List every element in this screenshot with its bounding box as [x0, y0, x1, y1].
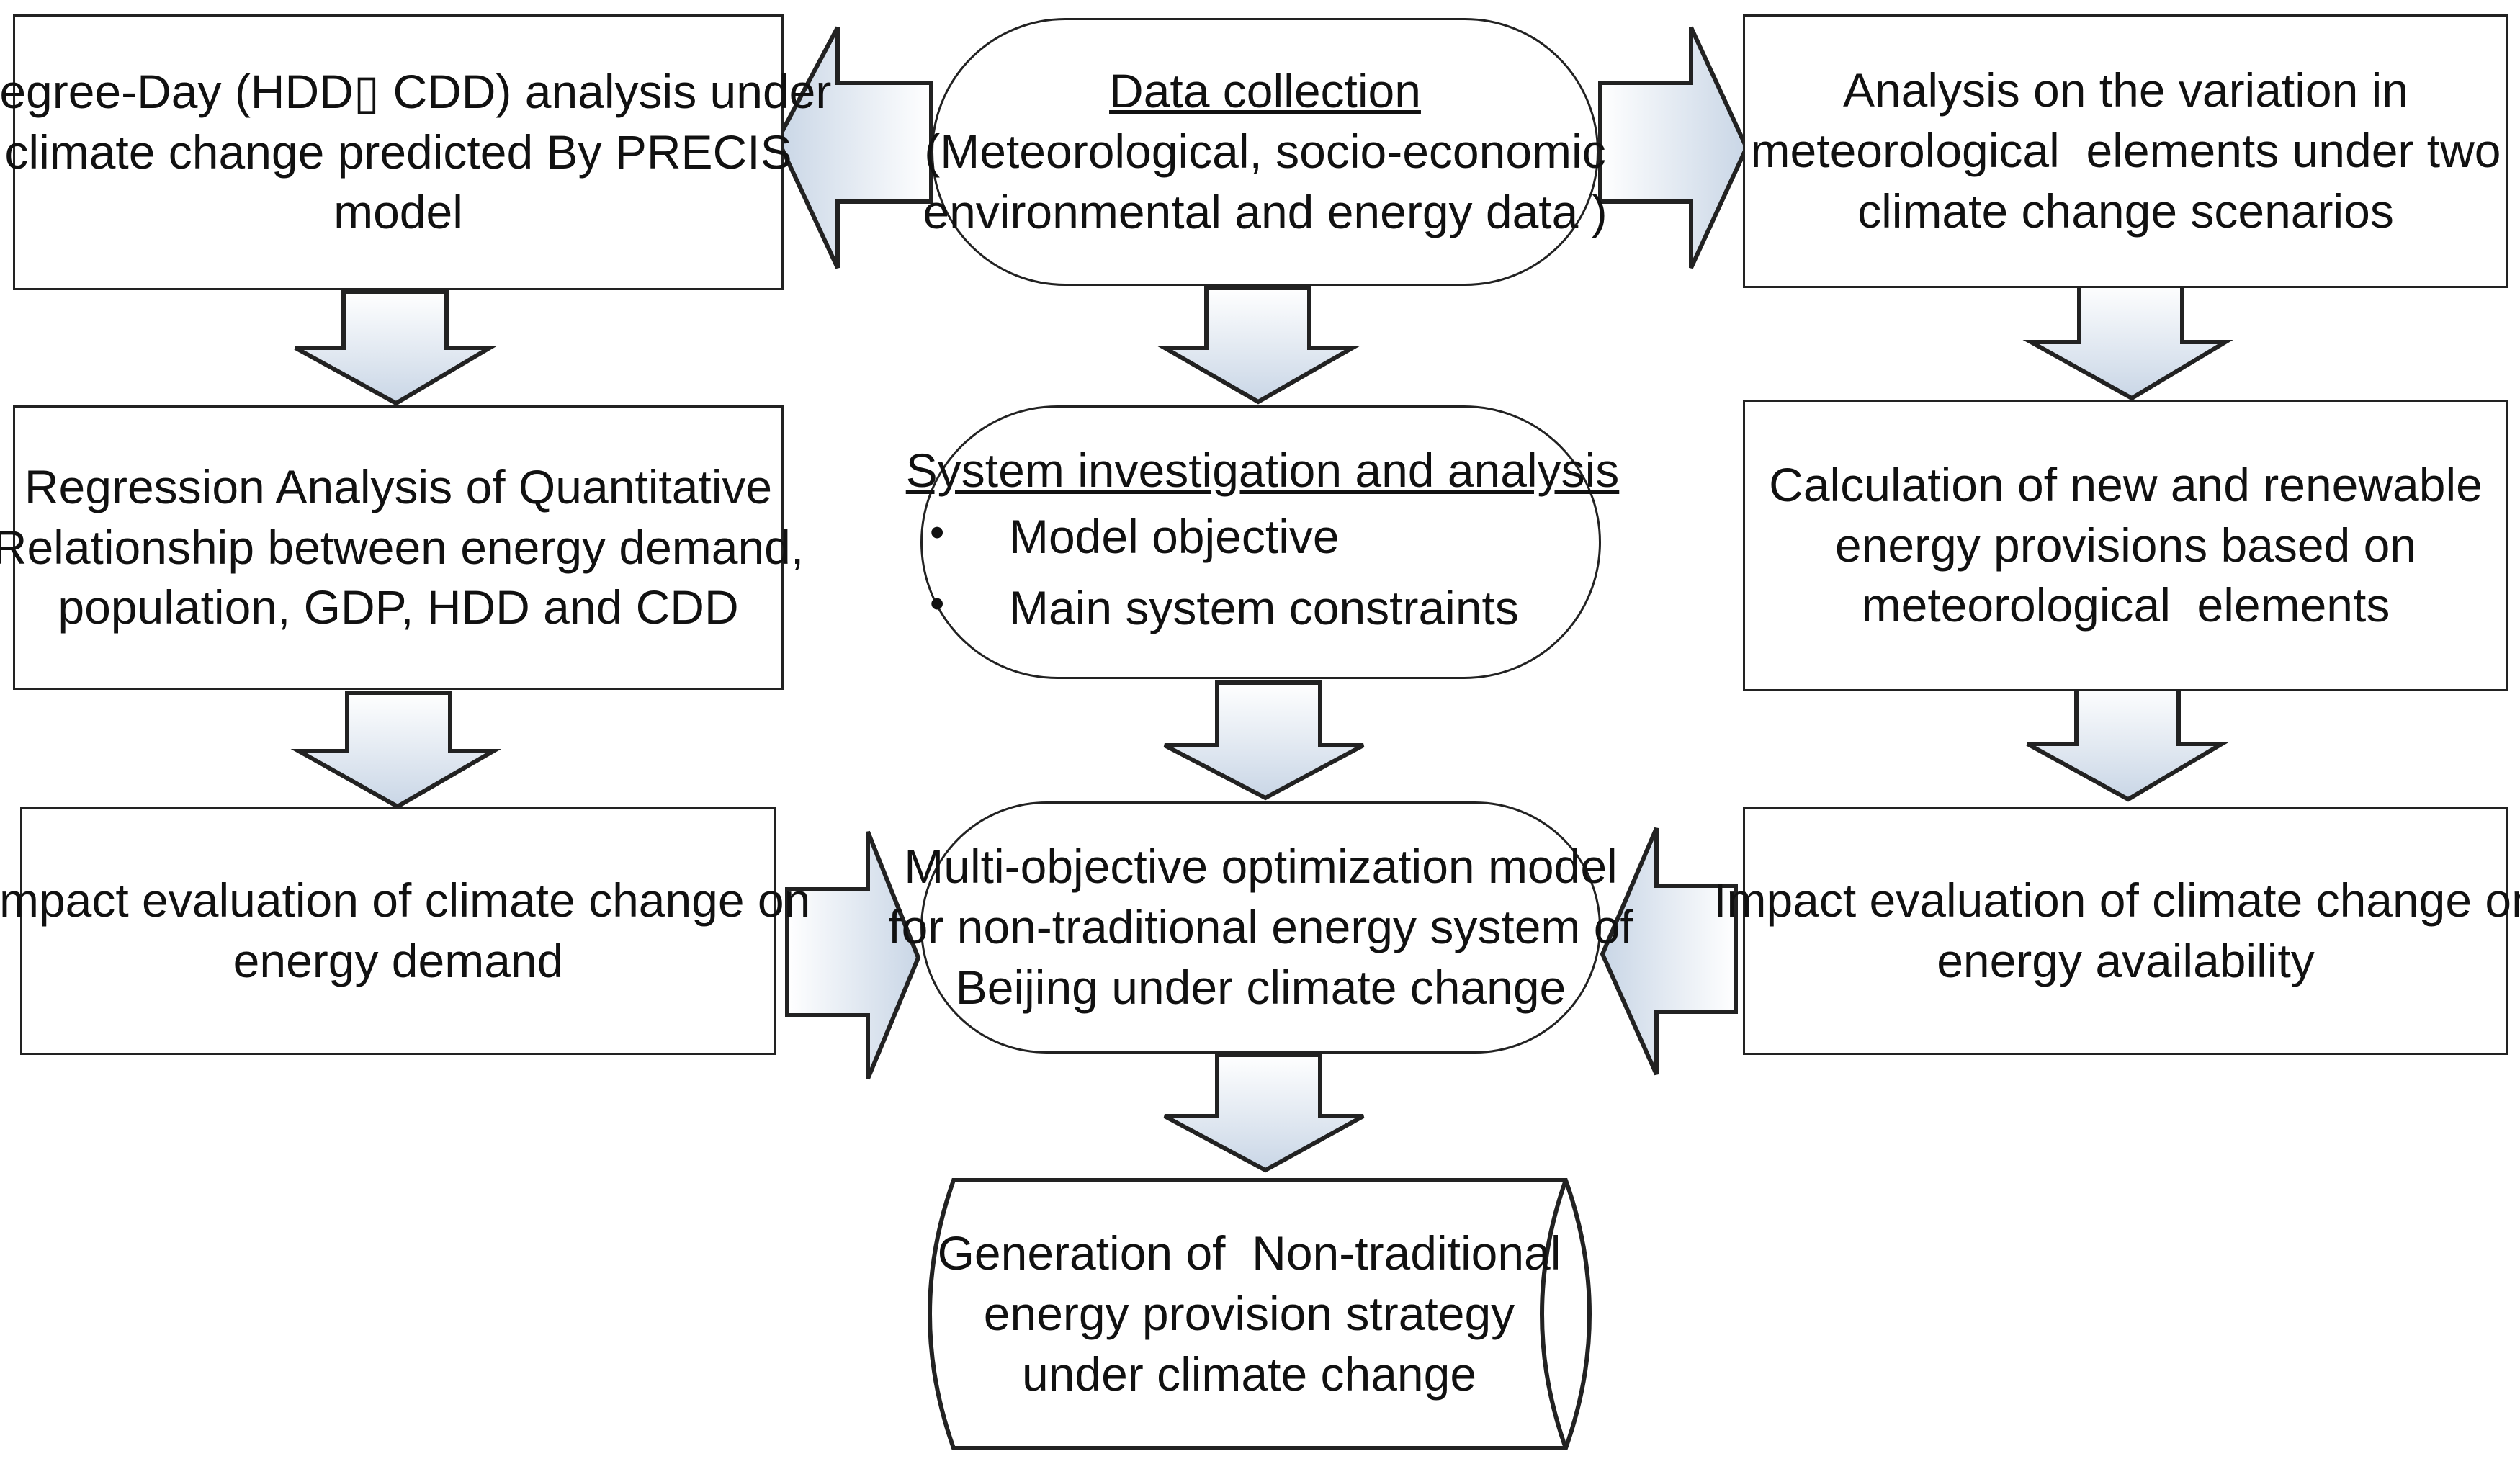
strategy-line3: under climate change	[1021, 1347, 1477, 1401]
variation-line3: climate change scenarios	[1857, 184, 2394, 238]
arrow-regression-to-impactdemand	[290, 691, 502, 809]
data-collection-title: Data collection	[1109, 64, 1421, 118]
data-collection-line2: environmental and energy data )	[923, 184, 1607, 238]
node-regression-analysis: Regression Analysis of Quantitative Rela…	[0, 405, 804, 690]
system-investigation-bullets: Model objective Main system constraints	[926, 501, 1519, 644]
arrow-datacollection-to-variation	[1598, 26, 1749, 269]
impact-availability-line2: energy availability	[1937, 933, 2315, 987]
arrow-impactavailability-to-optimization	[1600, 827, 1738, 1076]
strategy-shape	[928, 1178, 1592, 1450]
arrow-datacollection-to-system	[1156, 286, 1361, 405]
renewable-line2: energy provisions based on	[1834, 518, 2417, 572]
arrow-optimization-to-strategy	[1163, 1053, 1365, 1173]
node-impact-energy-demand: Impact evaluation of climate change on e…	[0, 807, 810, 1055]
arrow-degreeday-to-regression	[294, 289, 498, 406]
arrow-variation-to-renewable	[2022, 280, 2233, 401]
arrow-datacollection-to-degreeday	[775, 26, 933, 269]
node-impact-energy-availability: Impact evaluation of climate change on e…	[1713, 807, 2520, 1055]
node-degree-day-analysis: Degree-Day (HDD▯ CDD) analysis under cli…	[0, 14, 831, 290]
regression-line1: Regression Analysis of Quantitative	[24, 459, 773, 513]
degree-day-line1: Degree-Day (HDD▯ CDD) analysis under	[0, 64, 832, 118]
degree-day-line3: model	[333, 185, 463, 239]
arrow-renewable-to-impactavailability	[2026, 682, 2230, 802]
renewable-line1: Calculation of new and renewable	[1769, 457, 2483, 511]
optimization-line2: for non-traditional energy system of	[888, 900, 1633, 954]
bullet-main-system-constraints: Main system constraints	[926, 572, 1519, 644]
node-data-collection: Data collection (Meteorological, socio-e…	[923, 18, 1607, 286]
data-collection-line1: (Meteorological, socio-economic	[924, 125, 1606, 179]
system-investigation-title: System investigation and analysis	[905, 444, 1620, 498]
strategy-line1: Generation of Non-traditional	[937, 1226, 1561, 1280]
optimization-line1: Multi-objective optimization model	[904, 840, 1618, 894]
renewable-line3: meteorological elements	[1861, 578, 2390, 632]
impact-demand-line1: Impact evaluation of climate change on	[0, 873, 811, 927]
node-system-investigation: System investigation and analysis Model …	[906, 405, 1619, 679]
node-strategy-generation: Generation of Non-traditional energy pro…	[909, 1177, 1618, 1451]
impact-availability-line1: Impact evaluation of climate change on	[1713, 873, 2520, 927]
node-renewable-calculation: Calculation of new and renewable energy …	[1743, 400, 2508, 691]
bullet-model-objective: Model objective	[926, 501, 1519, 572]
impact-demand-line2: energy demand	[233, 933, 564, 987]
node-variation-analysis: Analysis on the variation in meteorologi…	[1743, 14, 2508, 288]
strategy-line2: energy provision strategy	[983, 1287, 1515, 1341]
optimization-line3: Beijing under climate change	[955, 960, 1566, 1014]
node-optimization-model: Multi-objective optimization model for n…	[888, 801, 1633, 1054]
regression-line2: Relationship between energy demand,	[0, 520, 804, 574]
variation-line2: meteorological elements under two	[1750, 124, 2501, 178]
degree-day-line2: climate change predicted By PRECIS	[4, 125, 792, 179]
variation-line1: Analysis on the variation in	[1842, 63, 2409, 117]
arrow-impactdemand-to-optimization	[785, 830, 921, 1080]
arrow-system-to-optimization	[1163, 680, 1365, 801]
regression-line3: population, GDP, HDD and CDD	[58, 580, 739, 634]
